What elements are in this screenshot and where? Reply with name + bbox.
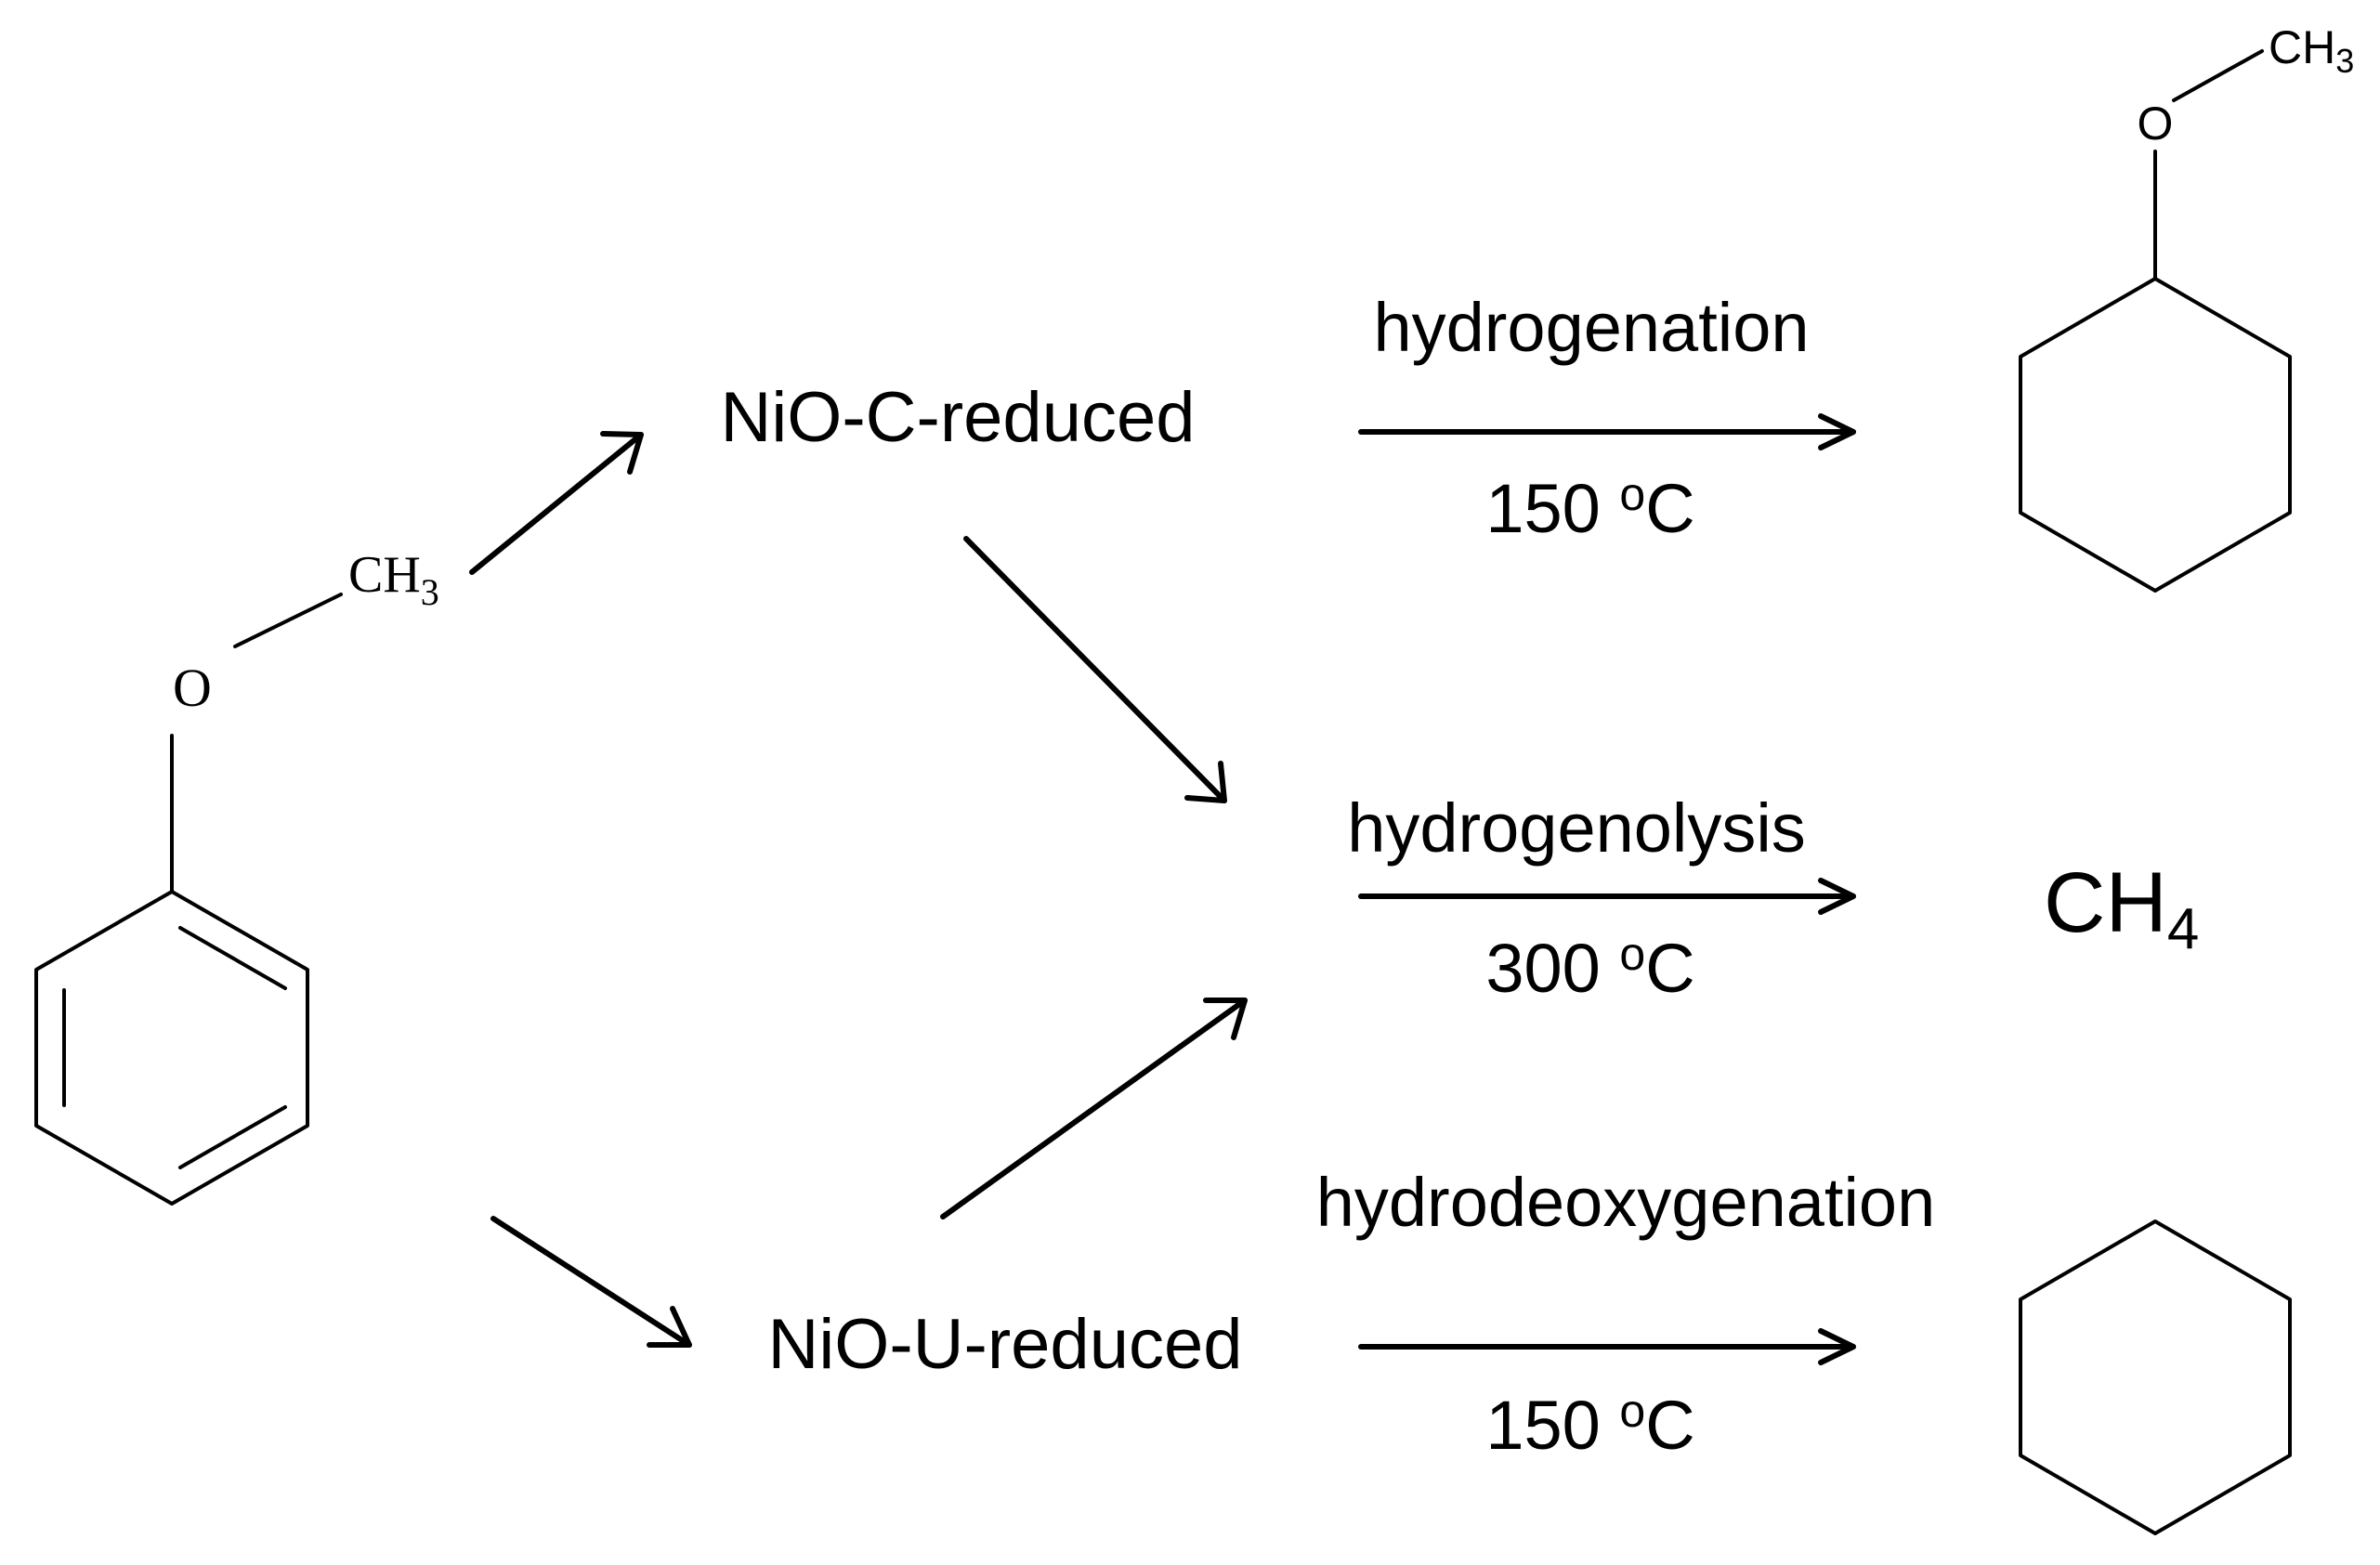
reaction-label-hydrogenolysis: hydrogenolysis [1347,789,1806,867]
methoxycyclohexane-structure: O CH3 [2019,21,2354,593]
temperature-hydrogenolysis: 300 oC [1485,928,1694,1007]
cyclohexane-structure [2019,1219,2292,1535]
arrow-hydrogenation [1358,413,1856,450]
arrow-lower-catalyst-to-hydrogenolysis [940,998,1248,1219]
aromatic-double-bond [178,1105,287,1169]
aromatic-double-bond [178,926,287,990]
oxygen-methyl-bond [2172,49,2264,102]
catalyst-label-upper: NiO-C-reduced [720,378,1195,457]
product-oxygen-label: O [2138,98,2174,150]
reactant-methyl-label: CH3 [348,546,439,613]
arrow-to-upper-catalyst [469,431,644,575]
arrow-hydrogenolysis [1358,878,1856,915]
temperature-hydrogenation: 150 oC [1485,468,1694,547]
temperature-hydrodeoxygenation: 150 oC [1485,1385,1694,1464]
methane-formula: CH4 [2044,855,2199,961]
arrow-upper-catalyst-to-hydrogenolysis [963,536,1227,803]
catalyst-label-lower: NiO-U-reduced [767,1305,1242,1384]
reactant-oxygen-label: O [173,658,212,718]
cyclohexane-ring [2019,277,2292,593]
reaction-label-hydrogenation: hydrogenation [1373,289,1809,366]
arrow-to-lower-catalyst [490,1216,692,1348]
arrow-hydrodeoxygenation [1358,1328,1856,1365]
anisole-structure: O CH3 [34,546,439,1206]
reaction-label-hydrodeoxygenation: hydrodeoxygenation [1316,1164,1936,1241]
oxygen-methyl-bond [233,593,343,648]
product-methyl-label: CH3 [2269,21,2354,80]
benzene-ring [34,890,309,1206]
